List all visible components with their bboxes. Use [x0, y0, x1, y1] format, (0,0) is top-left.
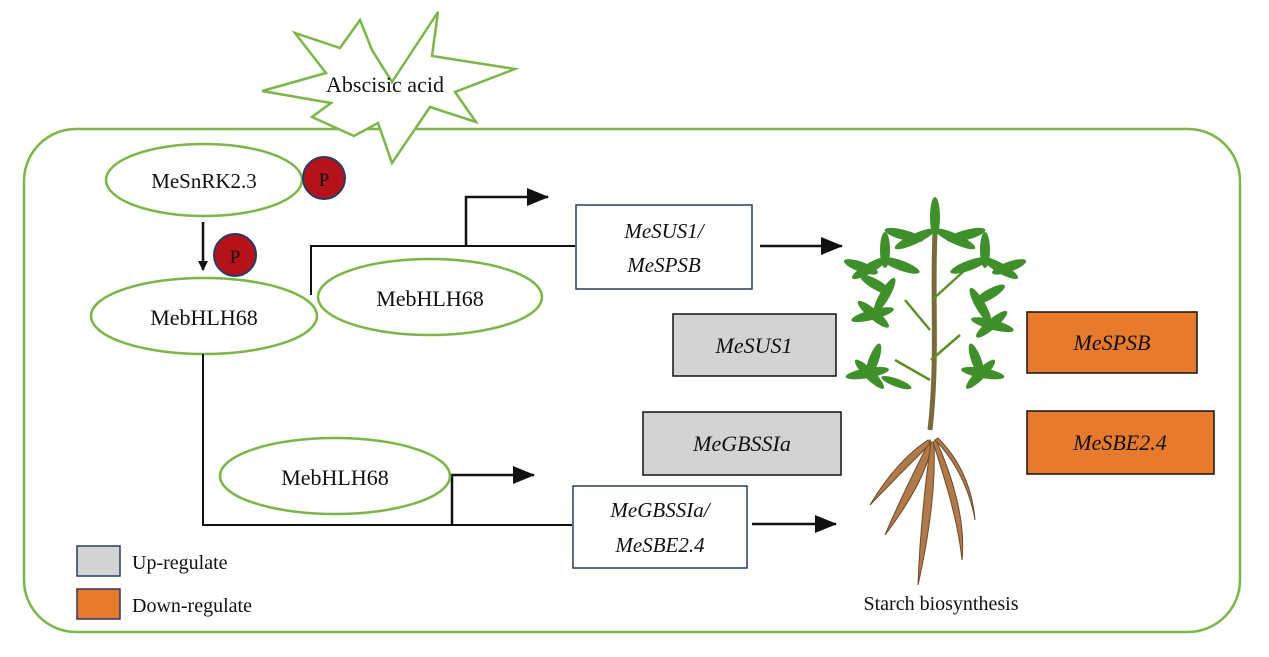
- target-lower-line2: MeSBE2.4: [614, 533, 705, 557]
- mesnrk23-ellipse: [104, 142, 304, 218]
- phosphate-circle: [302, 156, 346, 200]
- upper-promoter-line: [310, 245, 575, 295]
- cassava-plant-icon: [843, 197, 1027, 586]
- starburst-shape: [261, 11, 520, 166]
- legend-down-label: Down-regulate: [132, 595, 252, 617]
- legend-up-label: Up-regulate: [132, 552, 228, 574]
- abscisic-acid-label: Abscisic acid: [326, 72, 444, 97]
- starch-biosynthesis-label: Starch biosynthesis: [864, 593, 1019, 615]
- mesnrk23-label: MeSnRK2.3: [151, 169, 257, 193]
- gene-box-mesus1: MeSUS1: [672, 313, 837, 377]
- gene-box-mespsb-rect: [1026, 311, 1198, 374]
- gene-box-mesbe24: MeSBE2.4: [1026, 410, 1215, 475]
- legend-down-swatch: [76, 588, 121, 620]
- phosphate-badge-tf: P: [213, 233, 257, 277]
- gene-box-megbssia: MeGBSSIa: [642, 411, 842, 476]
- legend-up: Up-regulate: [76, 545, 228, 577]
- target-box-upper-rect: [575, 204, 753, 290]
- mebhlh68-main-label: MebHLH68: [150, 305, 258, 330]
- gene-mespsb-label: MeSPSB: [1073, 330, 1151, 355]
- mebhlh68-upper-ellipse: [316, 257, 544, 337]
- lower-promoter-line: [202, 354, 572, 526]
- upper-transcription-arrow: [464, 188, 549, 246]
- cell-boundary: [22, 127, 1242, 634]
- target-box-upper: MeSUS1/ MeSPSB: [575, 204, 753, 290]
- target-upper-line2: MeSPSB: [626, 253, 701, 277]
- gene-box-mespsb: MeSPSB: [1026, 311, 1198, 374]
- mebhlh68-lower-label: MebHLH68: [281, 465, 389, 490]
- mebhlh68-upper-label: MebHLH68: [376, 286, 484, 311]
- phosphate-label: P: [230, 247, 241, 268]
- gene-mesbe24-label: MeSBE2.4: [1072, 430, 1166, 455]
- target-upper-line1: MeSUS1/: [623, 219, 705, 243]
- gene-box-mesbe24-rect: [1026, 410, 1215, 475]
- mebhlh68-lower-ellipse: [218, 436, 452, 516]
- mebhlh68-upper-node: MebHLH68: [316, 257, 544, 337]
- mebhlh68-main-node: MebHLH68: [89, 276, 319, 356]
- phosphate-badge-kinase: P: [302, 156, 346, 200]
- gene-megbssia-label: MeGBSSIa: [692, 431, 791, 456]
- mesnrk23-node: MeSnRK2.3: [104, 142, 304, 218]
- target-lower-line1: MeGBSSIa/: [609, 498, 711, 522]
- phosphate-label: P: [319, 170, 330, 191]
- gene-box-mesus1-rect: [672, 313, 837, 377]
- target-box-lower: MeGBSSIa/ MeSBE2.4: [572, 485, 748, 569]
- target-box-lower-rect: [572, 485, 748, 569]
- abscisic-acid-signal: Abscisic acid: [261, 11, 520, 166]
- legend-up-swatch: [76, 545, 121, 577]
- mebhlh68-lower-node: MebHLH68: [218, 436, 452, 516]
- lower-transcription-arrow: [450, 466, 535, 525]
- legend-down: Down-regulate: [76, 588, 252, 620]
- gene-box-megbssia-rect: [642, 411, 842, 476]
- gene-mesus1-label: MeSUS1: [715, 333, 793, 358]
- phosphate-circle: [213, 233, 257, 277]
- legend: Up-regulate Down-regulate: [76, 545, 252, 620]
